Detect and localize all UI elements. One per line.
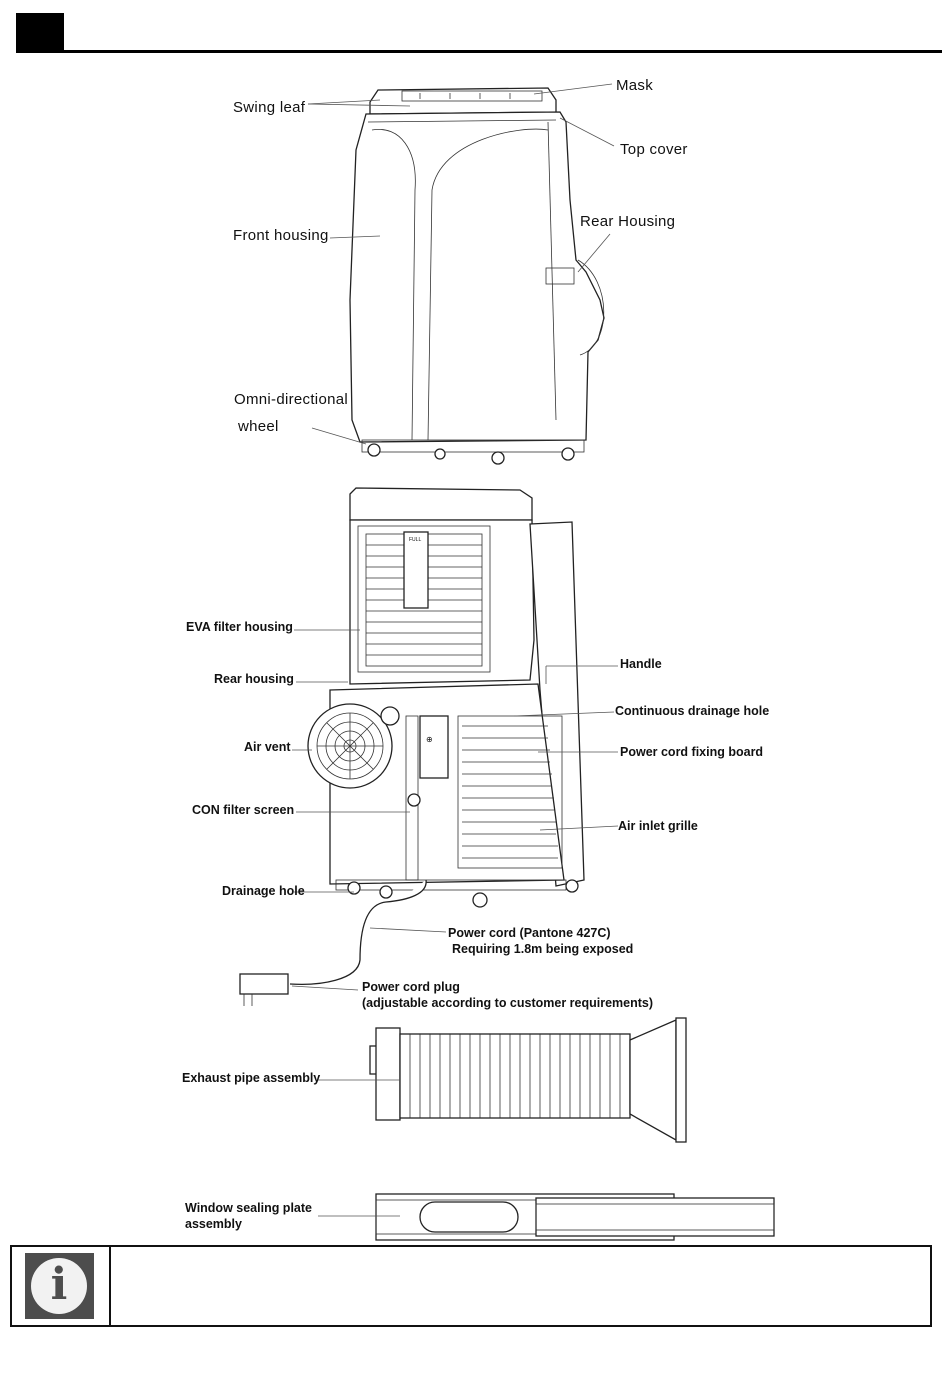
exhaust-pipe-assembly <box>369 1017 687 1143</box>
window-sealing-plate-assembly <box>375 1193 775 1241</box>
label-eva-filter-housing: EVA filter housing <box>186 620 293 634</box>
label-power-cord-plug-line1: Power cord plug <box>362 980 460 994</box>
section-header-square <box>16 13 64 51</box>
label-power-cord-fixing-board: Power cord fixing board <box>620 745 763 759</box>
label-continuous-drainage-hole: Continuous drainage hole <box>615 704 769 718</box>
label-drainage-hole: Drainage hole <box>222 884 305 898</box>
label-window-sealing-line1: Window sealing plate <box>185 1201 312 1215</box>
section-header-rule <box>16 50 942 53</box>
label-full-indicator: FULL <box>409 537 421 543</box>
info-icon-glyph: i <box>50 1259 68 1310</box>
label-front-housing: Front housing <box>233 227 329 244</box>
label-exhaust-pipe-assembly: Exhaust pipe assembly <box>182 1071 320 1085</box>
label-con-filter-screen: CON filter screen <box>192 803 294 817</box>
label-rear-housing: Rear housing <box>214 672 294 686</box>
label-window-sealing-line2: assembly <box>185 1217 242 1231</box>
air-inlet-grille-slats <box>462 725 558 859</box>
info-icon: i <box>25 1253 94 1319</box>
svg-text:⊕: ⊕ <box>426 735 433 744</box>
label-omni-wheel-line2: wheel <box>237 418 279 435</box>
front-view-unit <box>349 87 605 465</box>
label-air-inlet-grille: Air inlet grille <box>618 819 698 833</box>
label-air-vent: Air vent <box>244 740 291 754</box>
parts-diagram: Mask Swing leaf Top cover Rear Housing F… <box>182 77 775 1241</box>
label-omni-wheel-line1: Omni-directional <box>234 391 348 408</box>
label-power-cord-line1: Power cord (Pantone 427C) <box>448 926 611 940</box>
info-icon-circle: i <box>31 1258 87 1314</box>
label-power-cord-line2: Requiring 1.8m being exposed <box>452 942 633 956</box>
rear-view-unit: FULL ⊕ <box>239 487 585 1006</box>
label-swing-leaf: Swing leaf <box>233 99 306 116</box>
label-top-cover: Top cover <box>620 141 688 158</box>
label-handle: Handle <box>620 657 662 671</box>
info-note-box: i <box>10 1245 932 1327</box>
label-mask: Mask <box>616 77 653 94</box>
label-rear-housing-top: Rear Housing <box>580 213 675 230</box>
info-icon-cell: i <box>12 1247 111 1325</box>
label-power-cord-plug-line2: (adjustable according to customer requir… <box>362 996 653 1010</box>
